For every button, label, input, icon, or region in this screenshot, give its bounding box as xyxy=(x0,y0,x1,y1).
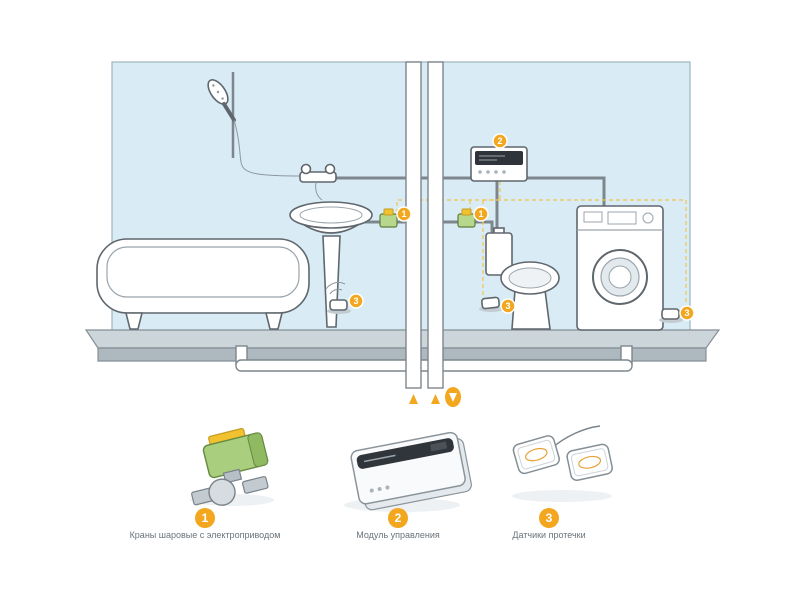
module-label xyxy=(430,441,448,452)
supply-run-top xyxy=(334,176,606,208)
product-shadow xyxy=(512,490,612,502)
scene-valve-right xyxy=(457,208,476,228)
valve-handle-icon xyxy=(461,208,472,216)
sensor-inner xyxy=(570,448,609,477)
sensor-product-left xyxy=(512,435,560,475)
svg-text:1: 1 xyxy=(401,209,406,219)
sensor-body xyxy=(329,299,348,311)
legend-caption-2: Модуль управления xyxy=(356,530,440,540)
wall-control-module xyxy=(470,146,528,182)
sink-basin xyxy=(299,206,363,224)
floor-top xyxy=(84,329,721,349)
faucet-mixer xyxy=(299,163,337,201)
sensor-case xyxy=(566,443,613,481)
sensor-body xyxy=(481,296,500,310)
sensor-inner xyxy=(517,439,556,470)
legend-item-sensors: 3 Датчики протечки xyxy=(512,508,586,540)
mixer-handle-hot xyxy=(324,163,336,175)
badge-valve-left: 1 xyxy=(396,206,412,222)
shower-handle xyxy=(222,102,236,122)
toilet-base xyxy=(511,289,551,330)
product-ball-valve xyxy=(190,427,274,506)
shower-head xyxy=(207,79,229,105)
valve-ball xyxy=(208,478,236,506)
bathtub-foot-right xyxy=(264,312,284,330)
scene-sensor-right xyxy=(659,308,683,323)
washer-door-glass xyxy=(608,265,632,289)
sensor-product-right xyxy=(566,443,613,481)
svg-text:2: 2 xyxy=(395,511,402,525)
legend-caption-1: Краны шаровые с электроприводом xyxy=(130,530,281,540)
washing-machine xyxy=(576,205,664,331)
toilet xyxy=(485,227,560,330)
legend-badge-3 xyxy=(539,508,559,528)
sensor-antenna-wire xyxy=(551,425,601,449)
valve-neck xyxy=(222,468,243,484)
module-screen xyxy=(475,151,523,165)
toilet-tank xyxy=(485,232,513,276)
wire-right-loop xyxy=(483,199,687,311)
legend-badge-1 xyxy=(195,508,215,528)
svg-text:2: 2 xyxy=(497,136,502,146)
svg-text:3: 3 xyxy=(684,308,689,318)
washer-drawer xyxy=(583,211,603,223)
legend-item-module: 2 Модуль управления xyxy=(356,508,440,540)
shower xyxy=(207,72,301,177)
floor xyxy=(84,329,721,362)
svg-text:1: 1 xyxy=(202,511,209,525)
bathtub-rim xyxy=(106,246,300,298)
svg-text:1: 1 xyxy=(478,209,483,219)
sink-bowl xyxy=(289,201,373,229)
product-leak-sensors xyxy=(512,425,613,502)
badge-sensor-toilet: 3 xyxy=(500,298,516,314)
sensor-case xyxy=(512,435,560,475)
shower-hose xyxy=(233,119,301,177)
svg-text:3: 3 xyxy=(546,511,553,525)
valve-pipe-right xyxy=(241,475,269,494)
valve-handle-icon xyxy=(383,208,394,216)
product-control-module xyxy=(344,431,472,512)
badge-sensor-right: 3 xyxy=(679,305,695,321)
valve-actuator-side xyxy=(247,432,269,468)
bathtub-foot-left xyxy=(124,312,144,330)
svg-text:3: 3 xyxy=(353,296,358,306)
sensor-logo xyxy=(578,455,602,469)
up-arrow-1 xyxy=(409,394,418,404)
mixer-handle-cold xyxy=(300,163,312,175)
flow-arrows xyxy=(409,387,461,407)
legend: 1 Краны шаровые с электроприводом 2 Моду… xyxy=(130,508,586,540)
badge-sensor-sink: 3 xyxy=(348,293,364,309)
riser-pipes xyxy=(405,61,444,389)
sensor-logo xyxy=(525,447,548,462)
washer-display xyxy=(607,211,637,225)
bathtub xyxy=(96,238,310,330)
badge-valve-right: 1 xyxy=(473,206,489,222)
scene-sensor-sink xyxy=(325,281,351,314)
floor-front xyxy=(97,347,707,362)
module-stripe xyxy=(356,438,454,469)
legend-item-valves: 1 Краны шаровые с электроприводом xyxy=(130,508,281,540)
riser-hot xyxy=(427,61,444,389)
mixer-body xyxy=(299,171,337,183)
scene-sensor-toilet xyxy=(479,296,503,312)
legend-caption-3: Датчики протечки xyxy=(512,530,585,540)
svg-text:3: 3 xyxy=(505,301,510,311)
up-arrow-2 xyxy=(431,394,440,404)
toilet-seat xyxy=(508,267,552,289)
mixer-spout xyxy=(315,181,323,201)
drain-marker xyxy=(445,387,461,407)
scene-valve-left xyxy=(379,208,398,228)
riser-cold xyxy=(405,61,422,389)
legend-badge-2 xyxy=(388,508,408,528)
sensor-body xyxy=(661,308,680,320)
wifi-arc-large xyxy=(325,281,346,290)
wifi-arc-small xyxy=(329,288,343,295)
washer-knob xyxy=(642,212,654,224)
bathtub-body xyxy=(96,238,310,314)
badge-module: 2 xyxy=(492,133,508,149)
